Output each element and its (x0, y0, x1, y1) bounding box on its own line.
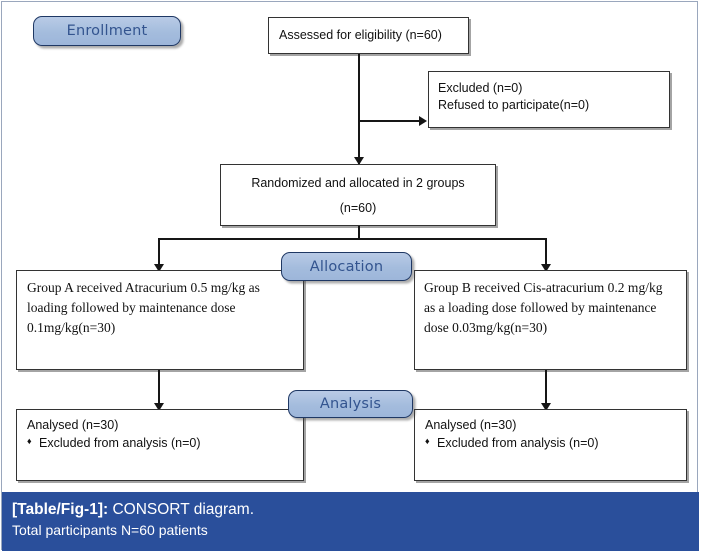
connector-group-b-to-analysed (545, 370, 547, 407)
node-assessed-line-1: Assessed for eligibility (n=60) (279, 28, 442, 42)
connector-assessed-spine (358, 54, 360, 164)
stage-pill-analysis: Analysis (288, 390, 413, 418)
caption-figure-title: CONSORT diagram. (108, 501, 255, 518)
node-excluded-line-1: Excluded (n=0) (438, 81, 523, 95)
connector-to-excluded (358, 120, 420, 122)
node-analysed-a: Analysed (n=30) ♦ Excluded from analysis… (16, 409, 304, 481)
node-assessed-for-eligibility: Assessed for eligibility (n=60) (268, 17, 469, 54)
arrow-to-analysed-a-icon (153, 403, 164, 411)
node-group-b-line-1: Group B received Cis-atracurium 0.2 mg/k… (424, 280, 663, 295)
caption-subtitle: Total participants N=60 patients (12, 522, 208, 538)
caption-figure-tag: [Table/Fig-1]: (12, 501, 109, 518)
connector-split-horizontal (158, 238, 546, 240)
stage-pill-allocation: Allocation (281, 252, 412, 281)
node-excluded: Excluded (n=0) Refused to participate(n=… (428, 71, 670, 128)
node-randomized: Randomized and allocated in 2 groups (n=… (220, 164, 496, 226)
node-analysed-a-line-1: Analysed (n=30) (27, 418, 119, 432)
node-group-a-line-2: loading followed by maintenance dose (27, 300, 236, 315)
node-group-a-line-3: 0.1mg/kg(n=30) (27, 320, 116, 335)
figure-caption-bar: [Table/Fig-1]: CONSORT diagram. Total pa… (2, 492, 699, 551)
caption-title-line: [Table/Fig-1]: CONSORT diagram. (12, 499, 699, 520)
arrow-to-group-a-icon (153, 264, 164, 272)
stage-pill-analysis-label: Analysis (319, 396, 382, 412)
node-analysed-b-line-2: Excluded from analysis (n=0) (437, 436, 599, 450)
node-group-b-line-2: as a loading dose followed by maintenanc… (424, 300, 657, 315)
node-analysed-b-line-1: Analysed (n=30) (425, 418, 517, 432)
node-analysed-b-bullet-icon: ♦ (425, 436, 430, 446)
connector-arm-a-down (158, 238, 160, 269)
arrow-to-analysed-b-icon (540, 403, 551, 411)
node-analysed-a-line-2: Excluded from analysis (n=0) (39, 436, 201, 450)
connector-arm-b-down (545, 238, 547, 269)
node-excluded-line-2: Refused to participate(n=0) (438, 98, 590, 112)
node-group-b-line-3: dose 0.03mg/kg(n=30) (424, 320, 548, 335)
arrow-to-group-b-icon (540, 264, 551, 272)
node-randomized-line-1: Randomized and allocated in 2 groups (251, 176, 465, 190)
arrow-to-excluded-icon (419, 116, 427, 126)
connector-randomized-down (358, 226, 360, 239)
stage-pill-enrollment: Enrollment (33, 16, 181, 46)
node-analysed-b: Analysed (n=30) ♦ Excluded from analysis… (414, 409, 687, 481)
node-analysed-a-bullet-icon: ♦ (27, 436, 32, 446)
stage-pill-allocation-label: Allocation (309, 258, 384, 275)
connector-group-a-to-analysed (158, 370, 160, 407)
node-randomized-line-2: (n=60) (339, 201, 377, 215)
node-group-b: Group B received Cis-atracurium 0.2 mg/k… (414, 270, 687, 370)
node-group-a-line-1: Group A received Atracurium 0.5 mg/kg as (27, 280, 260, 295)
node-group-a: Group A received Atracurium 0.5 mg/kg as… (16, 270, 304, 370)
stage-pill-enrollment-label: Enrollment (66, 23, 148, 39)
arrow-to-randomized-icon (353, 157, 364, 165)
